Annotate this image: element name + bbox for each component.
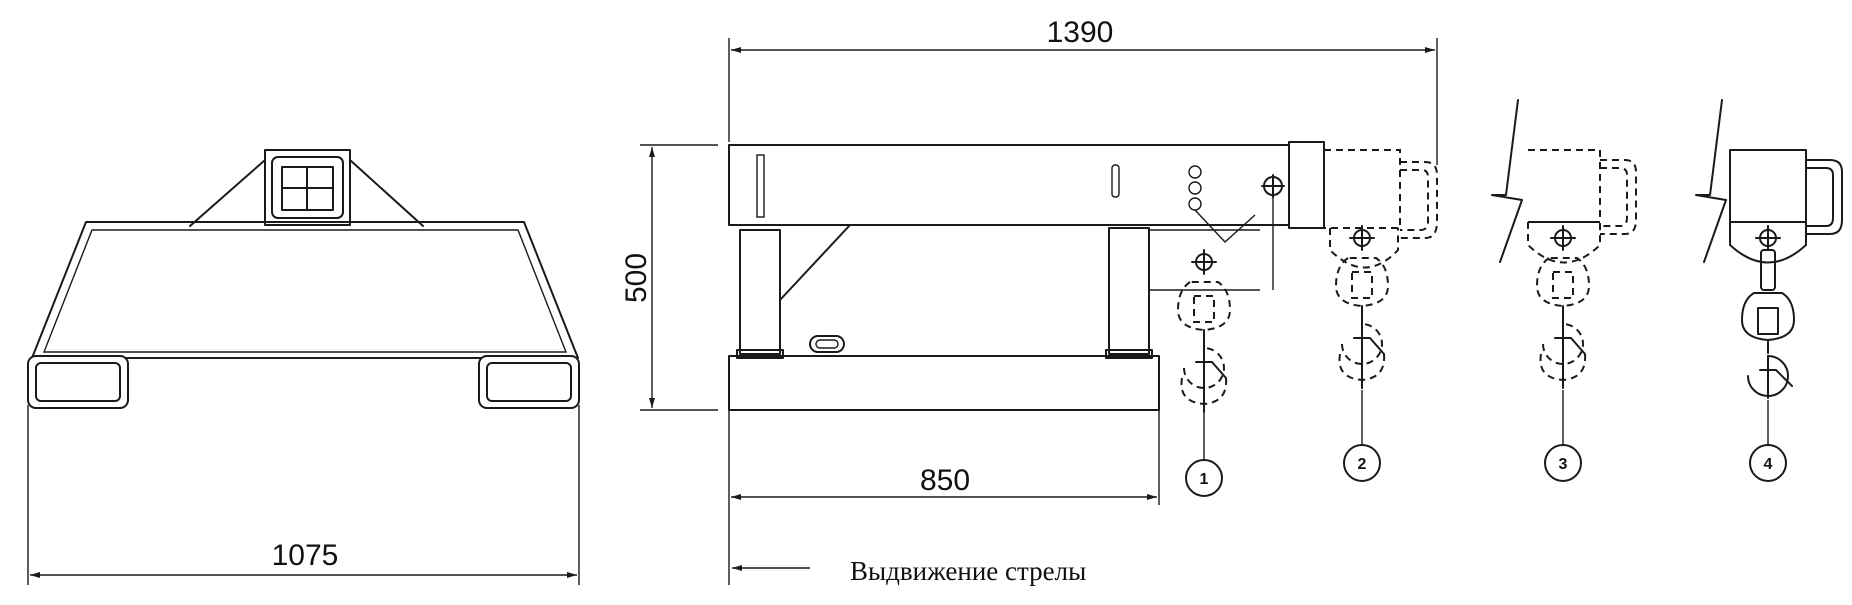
front-view: 1075 bbox=[27, 149, 580, 585]
carriage-position-3: 3 bbox=[1491, 99, 1637, 482]
position-label-2: 2 bbox=[1358, 456, 1367, 473]
carriage-position-4: 4 bbox=[1695, 99, 1843, 482]
dimension-width-front: 1075 bbox=[272, 539, 339, 572]
dimension-height: 500 bbox=[620, 253, 653, 303]
side-view: 1390 500 bbox=[620, 16, 1438, 585]
position-label-4: 4 bbox=[1764, 456, 1773, 473]
hook-position-2: 2 bbox=[1335, 225, 1389, 482]
position-label-1: 1 bbox=[1200, 471, 1209, 488]
dimension-base-length: 850 bbox=[920, 464, 970, 497]
boom-extension-caption: Выдвижение стрелы bbox=[850, 556, 1086, 586]
hook-position-1: 1 bbox=[1177, 249, 1231, 497]
dimension-overall-length: 1390 bbox=[1047, 16, 1114, 49]
position-label-3: 3 bbox=[1559, 456, 1568, 473]
